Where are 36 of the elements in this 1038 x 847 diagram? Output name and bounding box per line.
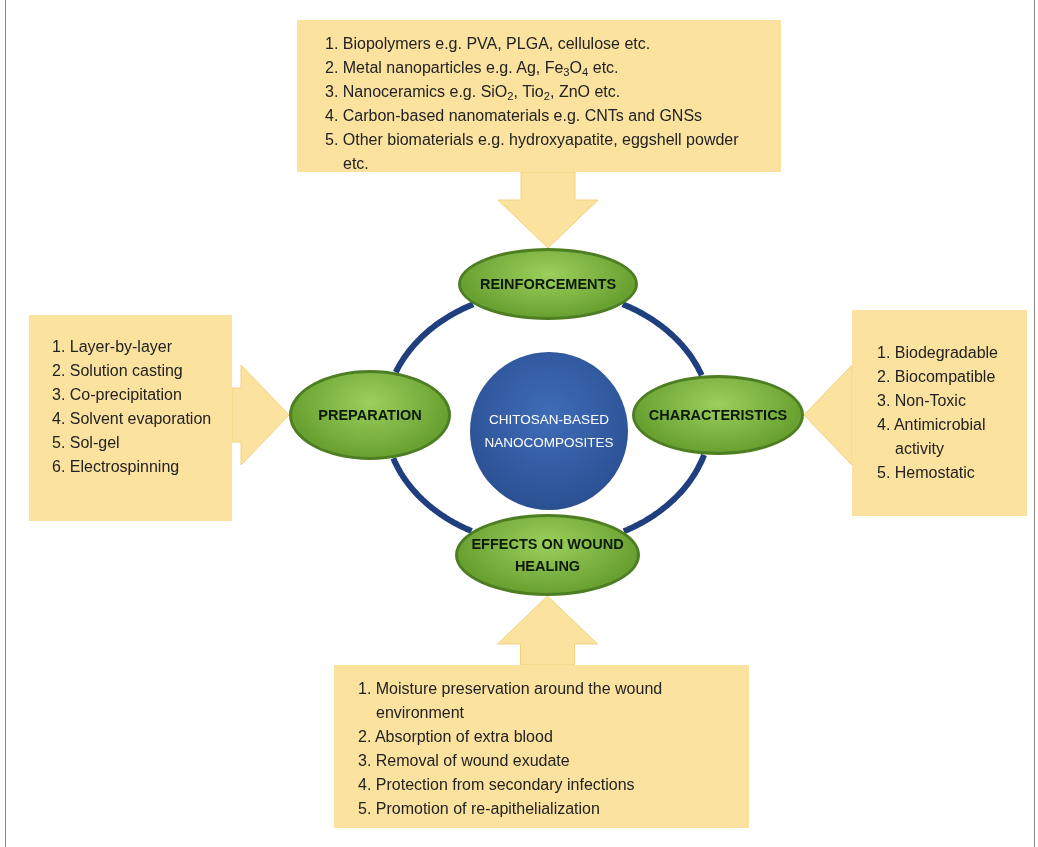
list-item: 2. Solution casting [52,361,184,381]
list-item: 5. Other biomaterials e.g. hydroxyapatite, eggshell powder etc. [325,130,740,174]
list-item: 2. Absorption of extra blood [358,727,554,747]
list-item: 3. Nanoceramics e.g. SiO$_{2}$, Tio$_{2}$, ZnO etc. [325,82,622,104]
list-item: 3. Co-precipitation [52,385,183,405]
node-label: CHARACTERISTICS [648,406,788,425]
list-item: 5. Hemostatic [877,463,976,483]
list-item: 1. Biodegradable [877,343,999,363]
node-label: CHITOSAN-BASED NANOCOMPOSITES [483,411,615,452]
list-item: 4. Solvent evaporation [52,409,213,429]
block-arrow [497,595,598,666]
list-item: 4. Carbon-based nanomaterials e.g. CNTs and GNSs [325,106,704,126]
note-box [29,315,232,521]
list-item: 4. Protection from secondary infections [358,775,636,795]
node-label: REINFORCEMENTS [479,275,617,294]
list-item: 2. Metal nanoparticles e.g. Ag, Fe$_{3}$O$_{4}$ etc. [325,58,620,80]
block-arrow [803,364,853,466]
list-item: 1. Moisture preservation around the wound environment [358,679,664,723]
list-item: 3. Non-Toxic [877,391,967,411]
list-item: 1. Biopolymers e.g. PVA, PLGA, cellulose etc. [325,34,652,54]
node-label: PREPARATION [318,406,422,425]
node-label: EFFECTS ON WOUND HEALING [470,535,625,576]
list-item: 2. Biocompatible [877,367,997,387]
list-item: 3. Removal of wound exudate [358,751,571,771]
block-arrow [231,364,290,466]
note-box [852,310,1027,516]
list-item: 6. Electrospinning [52,457,181,477]
block-arrow [497,171,599,249]
list-item: 5. Sol-gel [52,433,121,453]
note-box [334,665,749,828]
list-item: 4. Antimicrobial activity [877,415,987,459]
ring-connector [621,301,705,377]
note-box [297,20,781,172]
ring-connector [622,453,707,535]
list-item: 5. Promotion of re-apithelialization [358,799,601,819]
list-item: 1. Layer-by-layer [52,337,174,357]
